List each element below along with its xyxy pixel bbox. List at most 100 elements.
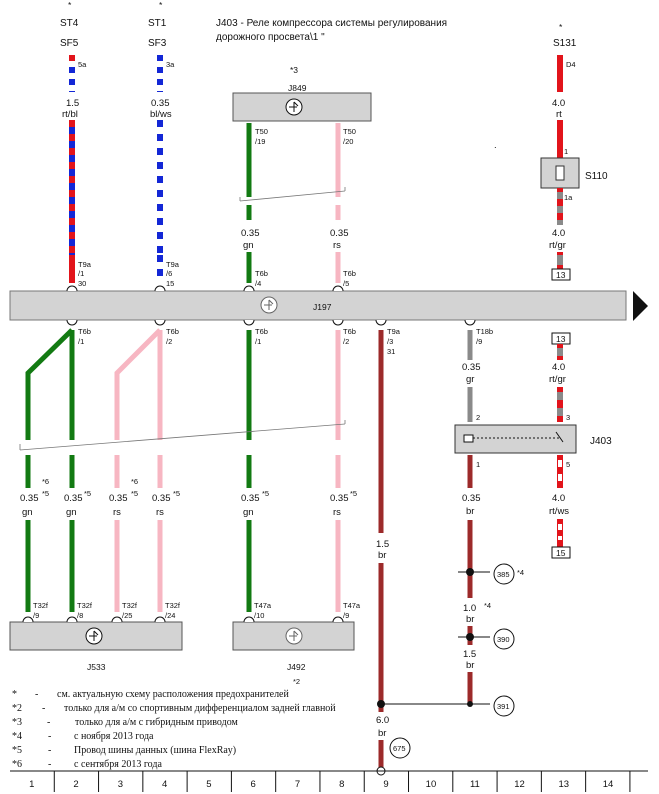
b2-b: /2 bbox=[166, 337, 172, 346]
fuse-sf5-label: SF5 bbox=[60, 38, 79, 49]
rtws-size: 4.0 bbox=[552, 493, 565, 504]
bc1-b: /9 bbox=[33, 611, 39, 620]
grid-number-6: 6 bbox=[251, 779, 256, 790]
shield-marker-top bbox=[239, 187, 346, 202]
junction-dot bbox=[377, 700, 385, 708]
s110-pin-bottom: 1a bbox=[564, 193, 573, 202]
can1-size: 0.35 bbox=[20, 493, 39, 504]
j849-star: *3 bbox=[290, 65, 298, 75]
b6-b: /9 bbox=[476, 337, 482, 346]
b3-b: /1 bbox=[255, 337, 261, 346]
c2-c: 15 bbox=[166, 279, 174, 288]
bc2-b: /8 bbox=[77, 611, 83, 620]
b3-a: T6b bbox=[255, 327, 268, 336]
s110-name: S110 bbox=[585, 171, 608, 182]
c1-a: T9a bbox=[78, 260, 92, 269]
ref-box-15 bbox=[551, 546, 571, 559]
j197-name: J197 bbox=[313, 302, 332, 312]
j403-pin2: 2 bbox=[476, 413, 480, 422]
fuse-s131-label: S131 bbox=[553, 38, 577, 49]
bc5-a: T47a bbox=[254, 601, 272, 610]
connector-pins bbox=[66, 285, 476, 326]
fuse-icon bbox=[555, 165, 565, 181]
bc3-a: T32f bbox=[122, 601, 138, 610]
br-main-color: br bbox=[378, 550, 386, 561]
j403-name: J403 bbox=[590, 436, 612, 447]
j403-relay-box bbox=[454, 424, 577, 454]
fn1-dash: - bbox=[35, 689, 38, 700]
footnotes: * - см. актуальную схему расположения пр… bbox=[12, 689, 336, 770]
fuse-st4-pin: 5a bbox=[78, 60, 87, 69]
ref-13-top: 13 bbox=[556, 270, 566, 280]
can2-star: *5 bbox=[84, 489, 91, 498]
rtws-color: rt/ws bbox=[549, 506, 569, 517]
can5-star: *5 bbox=[262, 489, 269, 498]
grid-number-3: 3 bbox=[118, 779, 123, 790]
fuse-st1-star: * bbox=[159, 0, 163, 10]
grid-number-2: 2 bbox=[73, 779, 78, 790]
fn1-mark: * bbox=[12, 689, 17, 700]
j403-pin1: 1 bbox=[476, 460, 480, 469]
can5-size: 0.35 bbox=[241, 493, 260, 504]
fn2-mark: *2 bbox=[12, 703, 22, 714]
b4-a: T6b bbox=[343, 327, 356, 336]
fuse-st4-star: * bbox=[68, 0, 72, 10]
s110-out-size: 4.0 bbox=[552, 228, 565, 239]
s110-out-color: rt/gr bbox=[549, 240, 566, 251]
fuse-s131-star: * bbox=[559, 22, 563, 32]
fn6-mark: *6 bbox=[12, 759, 22, 770]
fn3-mark: *3 bbox=[12, 717, 22, 728]
w4-color: rs bbox=[333, 240, 341, 251]
j849-pin2: T50 bbox=[343, 127, 356, 136]
bc2-a: T32f bbox=[77, 601, 93, 610]
br3-color: br bbox=[466, 660, 474, 671]
c3-a: T6b bbox=[255, 269, 268, 278]
c3-b: /4 bbox=[255, 279, 261, 288]
wire1-size: 1.5 bbox=[66, 98, 79, 109]
b2-a: T6b bbox=[166, 327, 179, 336]
j197-control-unit bbox=[9, 290, 627, 321]
ref-15: 15 bbox=[556, 548, 566, 558]
s110-pin-top: 1 bbox=[564, 147, 568, 156]
s131-color: rt bbox=[556, 109, 562, 120]
j403-pin5: 5 bbox=[566, 460, 570, 469]
ref-385-circle bbox=[493, 563, 515, 585]
gr-color: gr bbox=[466, 374, 474, 385]
can4-size: 0.35 bbox=[152, 493, 171, 504]
bc4-a: T32f bbox=[165, 601, 181, 610]
j849-name: J849 bbox=[288, 83, 307, 93]
ref-13-right: 13 bbox=[556, 334, 566, 344]
br2-star: *4 bbox=[484, 601, 491, 610]
br3-size: 1.5 bbox=[463, 649, 476, 660]
fn6-text: с сентября 2013 года bbox=[74, 759, 162, 770]
can3-star: *6 bbox=[131, 477, 138, 486]
grid-number-10: 10 bbox=[426, 779, 437, 790]
grid-number-14: 14 bbox=[603, 779, 614, 790]
grid-number-8: 8 bbox=[339, 779, 344, 790]
grid-number-4: 4 bbox=[162, 779, 167, 790]
grid-number-12: 12 bbox=[514, 779, 525, 790]
j533-control-unit-icon bbox=[85, 627, 103, 645]
b4-b: /2 bbox=[343, 337, 349, 346]
c1-c: 30 bbox=[78, 279, 86, 288]
b5-c: 31 bbox=[387, 347, 395, 356]
grid-number-7: 7 bbox=[295, 779, 300, 790]
ref-391: 391 bbox=[497, 702, 510, 711]
grid-number-11: 11 bbox=[470, 779, 480, 790]
j492-star: *2 bbox=[293, 677, 300, 686]
rtgr-size: 4.0 bbox=[552, 362, 565, 373]
br2-size: 1.0 bbox=[463, 603, 476, 614]
diagram-title-line1: J403 - Реле компрессора системы регулиро… bbox=[216, 18, 447, 29]
w3-color: gn bbox=[243, 240, 254, 251]
j849-pin1: T50 bbox=[255, 127, 268, 136]
can6-size: 0.35 bbox=[330, 493, 349, 504]
fn5-dash: - bbox=[48, 745, 51, 756]
relay-icon bbox=[463, 431, 564, 443]
br-main-size: 1.5 bbox=[376, 539, 389, 550]
bc4-b: /24 bbox=[165, 611, 175, 620]
j849-pin1b: /19 bbox=[255, 137, 265, 146]
fuse-st1-label: ST1 bbox=[148, 18, 167, 29]
grid-number-1: 1 bbox=[29, 779, 34, 790]
j197-control-unit-icon bbox=[260, 296, 278, 314]
wire-rs-flexray-1 bbox=[114, 328, 162, 612]
